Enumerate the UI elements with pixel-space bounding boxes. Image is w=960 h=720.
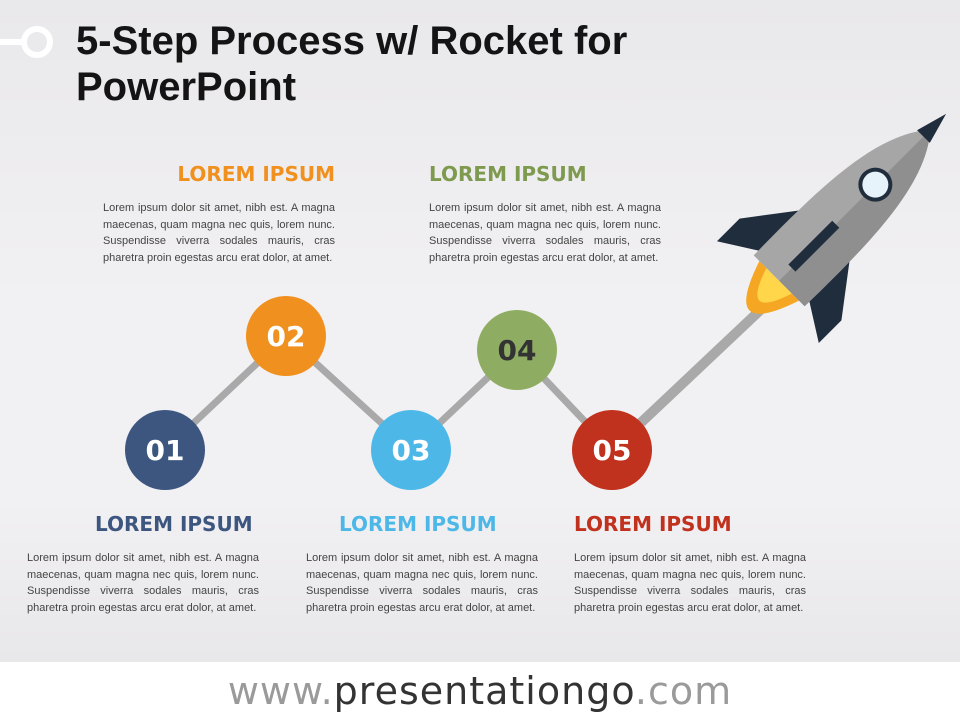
footer-prefix: www. <box>227 669 334 713</box>
step-heading-05: LOREM IPSUM <box>574 512 732 536</box>
pin-icon <box>0 26 53 58</box>
footer-domain: presentationgo <box>333 669 635 713</box>
step-circle-01: 01 <box>125 410 205 490</box>
step-circle-02: 02 <box>246 296 326 376</box>
step-heading-04: LOREM IPSUM <box>429 162 587 186</box>
rocket-icon <box>716 113 947 344</box>
step-body-05: Lorem ipsum dolor sit amet, nibh est. A … <box>574 552 806 614</box>
step-heading-02: LOREM IPSUM <box>177 162 335 186</box>
step-circle-04: 04 <box>477 310 557 390</box>
step-body-03: Lorem ipsum dolor sit amet, nibh est. A … <box>306 552 538 614</box>
step-circle-05: 05 <box>572 410 652 490</box>
step-body-01: Lorem ipsum dolor sit amet, nibh est. A … <box>27 552 259 614</box>
step-body-04: Lorem ipsum dolor sit amet, nibh est. A … <box>429 202 661 264</box>
footer-suffix: .com <box>634 669 733 713</box>
step-heading-01: LOREM IPSUM <box>95 512 253 536</box>
footer-url[interactable]: www.presentationgo.com <box>0 662 960 720</box>
page-title: 5-Step Process w/ Rocket for PowerPoint <box>76 19 628 109</box>
slide: 5-Step Process w/ Rocket for PowerPoint … <box>0 0 960 662</box>
step-heading-03: LOREM IPSUM <box>339 512 497 536</box>
step-circle-03: 03 <box>371 410 451 490</box>
step-body-02: Lorem ipsum dolor sit amet, nibh est. A … <box>103 202 335 264</box>
